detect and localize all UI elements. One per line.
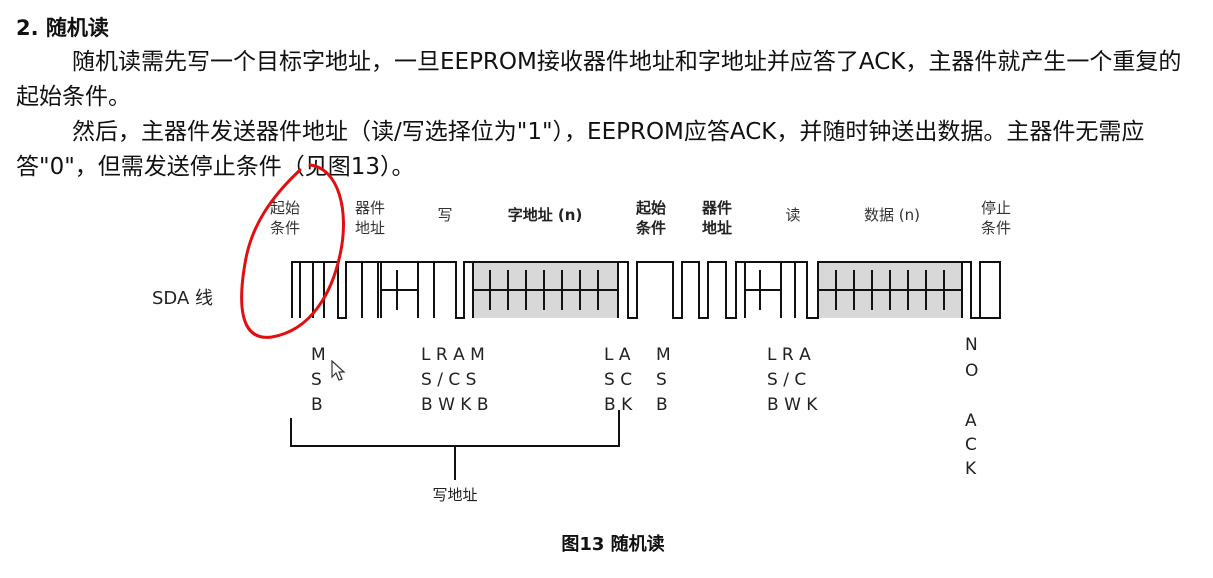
sda-waveform — [291, 261, 1001, 319]
group1-line1: L R A M — [421, 345, 485, 365]
mouse-pointer-icon — [331, 360, 346, 381]
group3-line2: S / C — [767, 370, 806, 390]
header-devaddr1-line1: 器件 — [355, 199, 385, 217]
group2-line1: L A — [604, 345, 631, 365]
header-devaddr2-line1: 器件 — [701, 199, 732, 217]
header-read: 读 — [785, 206, 800, 224]
bracket-label: 写地址 — [432, 486, 477, 504]
header-data: 数据 (n) — [864, 206, 920, 224]
header-start2-line1: 起始 — [635, 199, 666, 217]
header-start1-line2: 条件 — [270, 219, 300, 237]
header-devaddr2-line2: 地址 — [702, 219, 732, 237]
header-write: 写 — [437, 206, 452, 224]
noack-n: N — [965, 335, 978, 355]
group3-line1: L R A — [767, 345, 811, 365]
header-word-address: 字地址 (n) — [508, 206, 583, 224]
red-annotation-circle — [240, 163, 345, 339]
paragraph-2: 然后，主器件发送器件地址（读/写选择位为"1"），EEPROM应答ACK，并随时… — [16, 119, 1145, 180]
section-heading: 2. 随机读 — [16, 16, 109, 40]
header-start1-line1: 起始 — [270, 199, 300, 217]
figure-caption: 图13 随机读 — [561, 533, 664, 555]
group3-line3: B W K — [767, 395, 818, 415]
header-start2-line2: 条件 — [635, 219, 666, 237]
msb2-line1: M — [656, 345, 671, 365]
group1-line2: S / C S — [421, 370, 476, 390]
noack-k: K — [965, 459, 977, 479]
group2-line3: B K — [604, 395, 633, 415]
group2-line2: S C — [604, 370, 632, 390]
paragraph-1: 随机读需先写一个目标字地址，一旦EEPROM接收器件地址和字地址并应答了ACK，… — [16, 49, 1182, 110]
header-stop-line1: 停止 — [981, 199, 1011, 217]
msb2-line3: B — [656, 395, 668, 415]
noack-c: C — [965, 435, 977, 455]
msb1-line2: S — [311, 370, 322, 390]
header-devaddr1-line2: 地址 — [355, 219, 385, 237]
msb1-line3: B — [311, 395, 323, 415]
msb1-line1: M — [311, 345, 326, 365]
header-stop-line2: 条件 — [981, 219, 1011, 237]
noack-o: O — [965, 361, 978, 381]
bit-labels: M S B L R A M S / C S B W K B L A S C B … — [311, 335, 978, 479]
group1-line3: B W K B — [421, 395, 489, 415]
sda-line-label: SDA 线 — [152, 288, 213, 309]
write-address-bracket — [290, 410, 620, 480]
noack-a: A — [965, 411, 977, 431]
msb2-line2: S — [656, 370, 667, 390]
